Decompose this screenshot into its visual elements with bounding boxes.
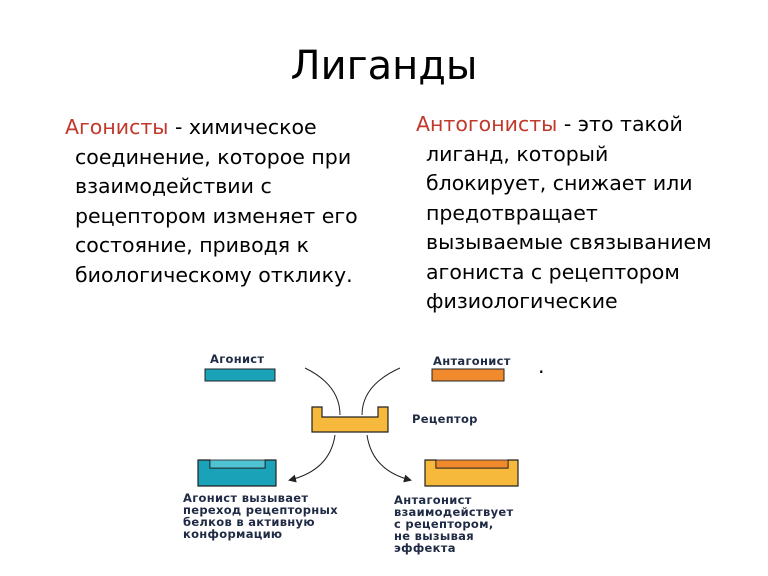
arrow-to-antagonist-complex (366, 434, 412, 483)
agonist-arrow-in (304, 367, 341, 416)
antagonists-term: Антогонисты (416, 112, 558, 136)
antagonist-arrow-in (361, 367, 401, 416)
antagonist-ligand-shape (431, 368, 505, 382)
antagonists-definition-tail: . (538, 354, 545, 378)
agonists-definition: Агонисты - химическое соединение, которо… (65, 113, 375, 290)
agonists-term: Агонисты (65, 115, 169, 139)
antagonist-caption-line: взаимодействует (394, 505, 514, 519)
antagonist-caption-line: Антагонист (394, 493, 472, 507)
agonist-caption-line: белков в активную (183, 515, 315, 529)
agonist-caption-line: Агонист вызывает (183, 491, 309, 505)
antagonist-caption-line: эффекта (394, 541, 456, 555)
slide-title: Лиганды (290, 43, 478, 89)
antagonist-caption-line: не вызывая (394, 529, 474, 543)
antagonists-definition-text: - это такой лиганд, который блокирует, с… (426, 112, 712, 313)
arrow-to-agonist-complex (288, 434, 336, 483)
agonist-label: Агонист (210, 352, 265, 366)
antagonist-caption: Антагонист взаимодействует с рецептором,… (394, 494, 513, 554)
agonist-caption: Агонист вызывает переход рецепторных бел… (183, 492, 338, 540)
antagonist-label: Антагонист (433, 354, 511, 368)
receptor-label: Рецептор (412, 412, 478, 426)
agonist-caption-line: переход рецепторных (183, 503, 338, 517)
antagonists-definition: Антогонисты - это такой лиганд, который … (416, 110, 726, 317)
antagonist-caption-line: с рецептором, (394, 517, 494, 531)
agonist-caption-line: конформацию (183, 527, 283, 541)
antagonist-receptor-complex (424, 459, 519, 487)
agonist-ligand-shape (204, 368, 276, 382)
agonists-definition-text: - химическое соединение, которое при вза… (75, 115, 358, 287)
receptor-shape (311, 406, 389, 433)
agonist-receptor-complex (197, 459, 277, 487)
